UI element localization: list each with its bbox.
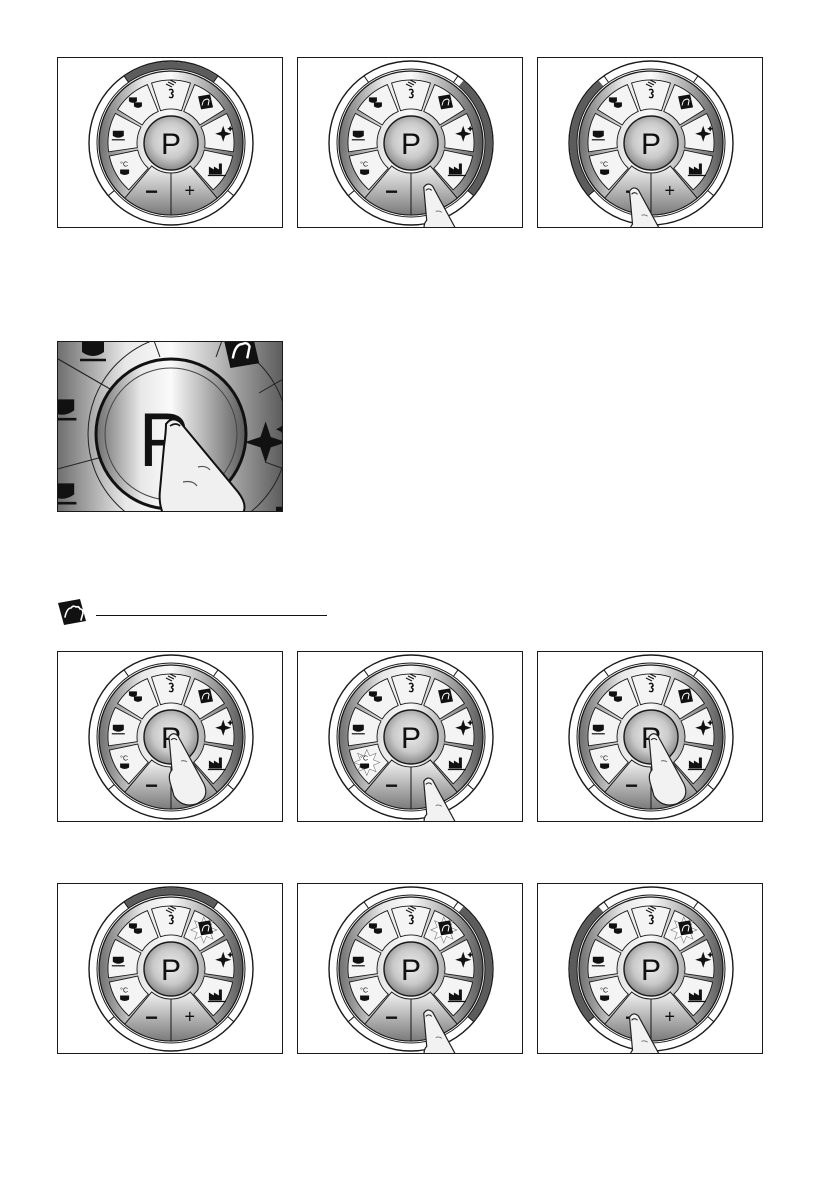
- temp-label: °C: [600, 161, 608, 169]
- program-label: P: [641, 128, 661, 161]
- hot-cup-icon: °C: [360, 161, 369, 176]
- plus-label: +: [184, 180, 195, 200]
- dial-panel-4: °C−+P: [57, 651, 283, 822]
- plus-label: +: [664, 1006, 675, 1026]
- minus-label: −: [145, 773, 158, 798]
- minus-label: −: [385, 773, 398, 798]
- temp-label: °C: [360, 987, 368, 995]
- plus-label: +: [664, 180, 675, 200]
- program-label: P: [161, 128, 181, 161]
- hot-cup-icon: °C: [360, 987, 369, 1002]
- dial-svg: °C−+P: [58, 652, 283, 822]
- minus-label: −: [385, 179, 398, 204]
- dial-panel-6: °C−+P: [537, 651, 763, 822]
- temp-label: °C: [120, 161, 128, 169]
- cleaning-section-heading: [55, 597, 335, 625]
- dial-svg: °C−+P: [298, 58, 523, 228]
- section-underline: [96, 615, 327, 616]
- dial-panel-7: °C − +P: [57, 883, 283, 1054]
- hot-cup-icon: °C: [600, 987, 609, 1002]
- program-label: P: [641, 954, 661, 987]
- dial-svg: °C−+P: [538, 652, 763, 822]
- program-label: P: [161, 954, 181, 987]
- temp-label: °C: [360, 161, 368, 169]
- dial-svg: °C − +P: [58, 884, 283, 1054]
- temp-label: °C: [120, 987, 128, 995]
- zoom-panel: P: [57, 341, 283, 512]
- temp-label: °C: [120, 755, 128, 763]
- dial-panel-5: °C−+P: [297, 651, 523, 822]
- dial-svg: °C−+P: [538, 58, 763, 228]
- hot-cup-icon: °C: [600, 161, 609, 176]
- dial-svg: °C − +P: [58, 58, 283, 228]
- temp-label: °C: [600, 987, 608, 995]
- cleaning-hand-icon: [55, 597, 89, 627]
- minus-label: −: [625, 773, 638, 798]
- minus-label: −: [145, 1005, 158, 1030]
- temp-label: °C: [360, 755, 368, 763]
- dial-panel-9: °C−+P: [537, 883, 763, 1054]
- plus-label: +: [184, 1006, 195, 1026]
- hot-cup-icon: °C: [600, 755, 609, 770]
- zoom-svg: P: [58, 342, 283, 512]
- dial-svg: °C−+P: [538, 884, 763, 1054]
- dial-svg: °C−+P: [298, 884, 523, 1054]
- minus-label: −: [385, 1005, 398, 1030]
- program-label: P: [401, 954, 421, 987]
- minus-label: −: [145, 179, 158, 204]
- glow-burst: [354, 750, 380, 776]
- dial-panel-3: °C−+P: [537, 57, 763, 228]
- dial-panel-8: °C−+P: [297, 883, 523, 1054]
- hot-cup-icon: °C: [120, 755, 129, 770]
- hot-cup-icon: °C: [120, 161, 129, 176]
- program-label: P: [401, 128, 421, 161]
- hot-cup-icon: °C: [120, 987, 129, 1002]
- dial-svg: °C−+P: [298, 652, 523, 822]
- temp-label: °C: [600, 755, 608, 763]
- dial-panel-2: °C−+P: [297, 57, 523, 228]
- program-label: P: [401, 722, 421, 755]
- hot-cup-icon: °C: [360, 755, 369, 770]
- dial-panel-1: °C − +P: [57, 57, 283, 228]
